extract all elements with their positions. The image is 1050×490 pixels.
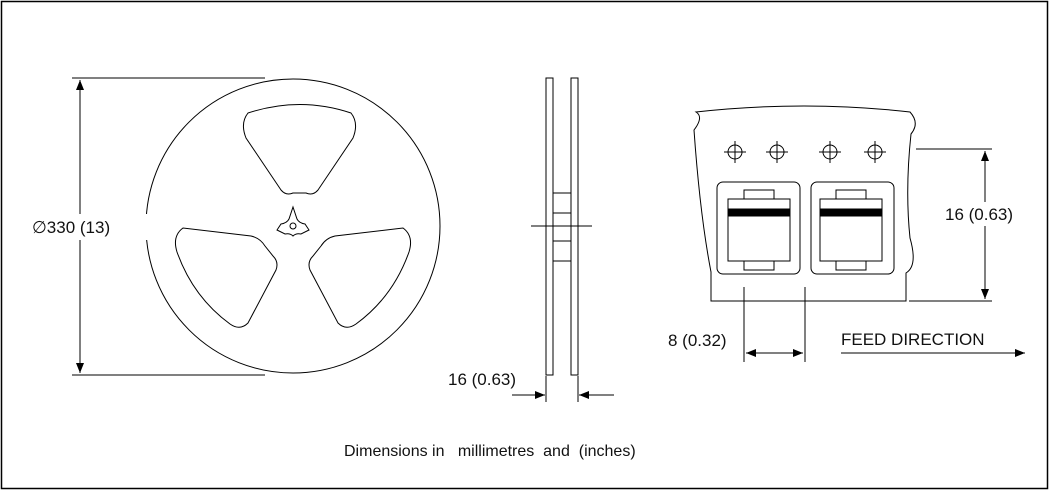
reel-hub-side [552, 192, 572, 262]
sprocket-hole [766, 141, 788, 163]
carrier-tape [693, 105, 916, 302]
sprocket-hole [819, 141, 841, 163]
tape-width-label-bg [942, 202, 1030, 226]
reel-window-right [308, 227, 411, 328]
component-pocket [716, 181, 801, 275]
dimensions-caption: Dimensions in millimetres and (inches) [344, 443, 636, 460]
tape-outline [693, 105, 916, 302]
diameter-label: ∅330 (13) [32, 218, 110, 237]
pitch-dimension [743, 287, 806, 362]
reel-window-left [175, 227, 278, 328]
sprocket-hole [724, 141, 746, 163]
side-width-dimension [512, 376, 614, 402]
component-pocket [810, 181, 895, 275]
reel-width-label: 16 (0.63) [448, 370, 516, 389]
sprocket-hole [864, 141, 886, 163]
reel-hub [276, 205, 310, 237]
tape-width-label: 16 (0.63) [945, 205, 1013, 224]
reel-side-view [531, 77, 592, 376]
diameter-label-bg [28, 214, 150, 240]
sprocket-holes [724, 141, 886, 163]
pitch-label: 8 (0.32) [668, 331, 727, 350]
reel-window-top [242, 104, 357, 195]
reel-outline [145, 78, 441, 374]
reel-front-view [145, 78, 441, 374]
feed-direction-label: FEED DIRECTION [841, 330, 985, 349]
